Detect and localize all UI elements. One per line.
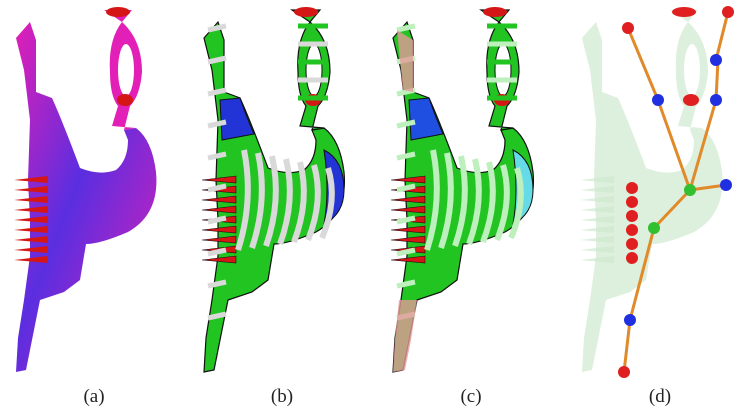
handle-tip: [683, 94, 699, 106]
joint: [626, 238, 638, 250]
joint: [648, 222, 660, 234]
handle-hole: [684, 44, 700, 96]
joint: [710, 94, 722, 106]
handle-hole: [306, 44, 322, 96]
shape-d-skeleton: [566, 0, 754, 380]
joint: [624, 314, 636, 326]
bone: [624, 320, 630, 372]
panel-a: (a): [0, 0, 188, 416]
caption-c: (c): [377, 386, 565, 408]
joint: [720, 179, 732, 191]
stem-band: [397, 26, 415, 30]
joint: [710, 54, 722, 66]
caption-b: (b): [188, 386, 376, 408]
caption-a: (a): [0, 386, 188, 408]
panel-c: (c): [377, 0, 565, 416]
panel-d: (d): [566, 0, 754, 416]
shape-a-gradient: [0, 0, 188, 380]
joint: [626, 196, 638, 208]
top-tip: [106, 7, 130, 17]
top-tip: [294, 7, 318, 17]
shape-b-segmented: [188, 0, 376, 380]
joint: [626, 224, 638, 236]
bone: [716, 12, 728, 60]
joint: [626, 252, 638, 264]
joint: [622, 22, 634, 34]
bone: [716, 60, 718, 100]
caption-d: (d): [566, 386, 754, 408]
joint: [626, 182, 638, 194]
joint: [684, 184, 696, 196]
handle-tip: [117, 94, 133, 106]
joint: [722, 6, 734, 18]
handle-hole: [118, 44, 134, 96]
joint: [652, 94, 664, 106]
top-tip: [672, 7, 696, 17]
top-tip: [483, 7, 507, 17]
pink-region: [393, 300, 417, 372]
handle-hole: [495, 44, 511, 96]
bone: [628, 28, 658, 100]
stem-band: [208, 26, 226, 30]
panel-b: (b): [188, 0, 376, 416]
joint: [626, 210, 638, 222]
joint: [618, 366, 630, 378]
shape-c-segmented: [377, 0, 565, 380]
